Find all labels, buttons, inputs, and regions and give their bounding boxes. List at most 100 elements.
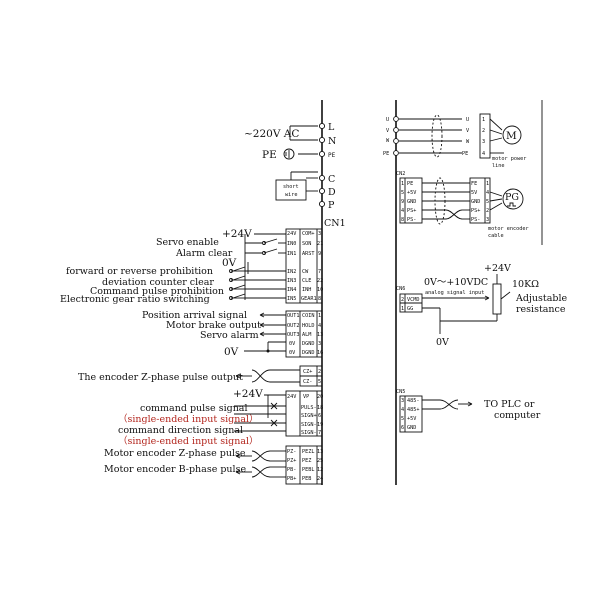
pin-signal: FE (471, 181, 477, 187)
pin-name: PZ+ (287, 458, 296, 464)
pin-signal: GND (407, 199, 416, 205)
cn2-left-box (399, 177, 423, 224)
pulse-24v-label: +24V (233, 388, 263, 400)
label-single-ended-2: （single-ended input signal） (118, 435, 259, 447)
cn1-input-box (285, 228, 323, 304)
pin-name: OUT2 (287, 323, 300, 329)
cn5-box (399, 395, 423, 433)
pin-signal: COIN (302, 313, 315, 319)
twisted-pair-icon (251, 450, 271, 462)
pin-name: IN2 (287, 269, 296, 275)
label-encoder-z-pulse: Motor encoder Z-phase pulse (104, 448, 246, 459)
pin-number: 6 (318, 413, 321, 419)
terminal-pe: PE (328, 152, 336, 159)
pin-name: OUT1 (287, 313, 300, 319)
pin-signal: DGND (302, 341, 315, 347)
encoder-symbol: PG (505, 192, 519, 203)
pin-signal: 485- (407, 398, 420, 404)
pin-number: 3 (401, 398, 404, 404)
motor-power-section: U V W PE U V W PE 1 2 3 4 M motor power … (383, 113, 526, 169)
label-single-ended-1: （single-ended input signal） (118, 413, 259, 425)
pin-signal: SIGN- (301, 422, 317, 428)
input-section: +24V 0V Servo enable Alarm clear forward… (60, 228, 323, 305)
pin-number: 4 (486, 190, 489, 196)
cn1-pulse-pins: 24V VP 20 PULS- 18 SIGN+ 6 SIGN- 19 SIGN… (287, 394, 323, 482)
cn1-input-pins: 24V COM+ 3 IN0 SON 21 IN1 ARST 9 IN2 CW … (287, 231, 323, 302)
pin-number: 4 (401, 407, 404, 413)
pin-number: 1 (401, 306, 404, 312)
pin-signal: PE (462, 151, 468, 157)
pin-signal: W (466, 139, 470, 145)
label-gear-switching: Electronic gear ratio switching (60, 294, 210, 305)
terminal-w: W (386, 138, 390, 144)
pin-number: 8 (401, 217, 404, 223)
label-servo-alarm: Servo alarm (200, 330, 259, 341)
resistance-label: resistance (516, 304, 566, 315)
resistor-value-label: 10KΩ (512, 279, 539, 290)
label-encoder-b-pulse: Motor encoder B-phase pulse (104, 464, 246, 475)
pin-number: 20 (317, 394, 323, 400)
pin-name: IN1 (287, 251, 296, 257)
pin-signal: SIGN+ (301, 413, 317, 419)
terminal-l: L (328, 122, 335, 133)
motor-terminal-box (479, 113, 491, 159)
pin-name: IN4 (287, 287, 296, 293)
short-wire-label-2: wire (285, 192, 298, 198)
analog-24v-label: +24V (484, 263, 511, 274)
pin-name: IN5 (287, 296, 296, 302)
pin-number: 3 (318, 341, 321, 347)
pin-signal: PEZ (302, 458, 311, 464)
pin-number: 22 (317, 278, 323, 284)
pin-name: 24V (287, 231, 296, 237)
pin-number: 2 (486, 208, 489, 214)
pin-signal: GG (407, 306, 413, 312)
analog-0v-label: 0V (436, 337, 449, 348)
label-pulse-prohibition: Command pulse prohibition (90, 286, 224, 297)
analog-input-label: analog signal input (425, 290, 484, 296)
pin-signal: PULS- (301, 405, 317, 411)
cn2-right-box (469, 177, 491, 224)
pin-signal: U (466, 117, 469, 123)
cn1-output-pins: OUT1 COIN 1 OUT2 HOLD 4 OUT3 ALM 13 0V D… (287, 313, 323, 356)
pin-number: 2 (318, 369, 321, 375)
twisted-pair-icon (251, 466, 271, 478)
cable-shield-icon (434, 177, 446, 225)
pin-name: IN0 (287, 241, 296, 247)
pin-number: 8 (318, 296, 321, 302)
pin-number: 4 (401, 208, 404, 214)
pin-signal: ALM (302, 332, 311, 338)
encoder-cable-label: motor encoder (488, 226, 529, 232)
cn1-output-box (285, 310, 323, 358)
analog-range-label: 0V～+10VDC (424, 277, 488, 288)
label-servo-enable: Servo enable (156, 237, 219, 248)
pin-number: 25 (317, 458, 323, 464)
pin-signal: CZ+ (303, 369, 312, 375)
pin-signal: PEBL (302, 467, 315, 473)
pin-name: PB- (287, 467, 296, 473)
twisted-pair-icon (251, 369, 271, 383)
pin-signal: PEB (302, 476, 311, 482)
pin-name: OUT3 (287, 332, 300, 338)
pin-number: 19 (317, 422, 323, 428)
pulse-section: +24V command pulse signal （single-ended … (104, 388, 323, 485)
encoder-pg-icon (502, 188, 524, 210)
pin-signal: SIGN- (301, 430, 317, 436)
pin-signal: 5V (471, 190, 477, 196)
output-0v-label: 0V (224, 346, 239, 358)
label-forward-reverse: forward or reverse prohibition (66, 266, 213, 277)
pin-signal: DGND (302, 350, 315, 356)
pin-signal: ARST (302, 251, 315, 257)
pin-number: 16 (317, 350, 323, 356)
terminal-v: V (386, 128, 389, 134)
twisted-pair-icon (439, 399, 459, 410)
pin-number: 12 (317, 467, 323, 473)
pin-number: 7 (318, 269, 321, 275)
terminal-d: D (328, 187, 336, 198)
pin-number: 6 (401, 425, 404, 431)
cn2-label: CN2 (396, 171, 405, 177)
pin-signal: GND (407, 425, 416, 431)
pin-number: 1 (486, 181, 489, 187)
pin-signal: PS+ (471, 208, 480, 214)
pin-number: 24 (317, 476, 323, 482)
